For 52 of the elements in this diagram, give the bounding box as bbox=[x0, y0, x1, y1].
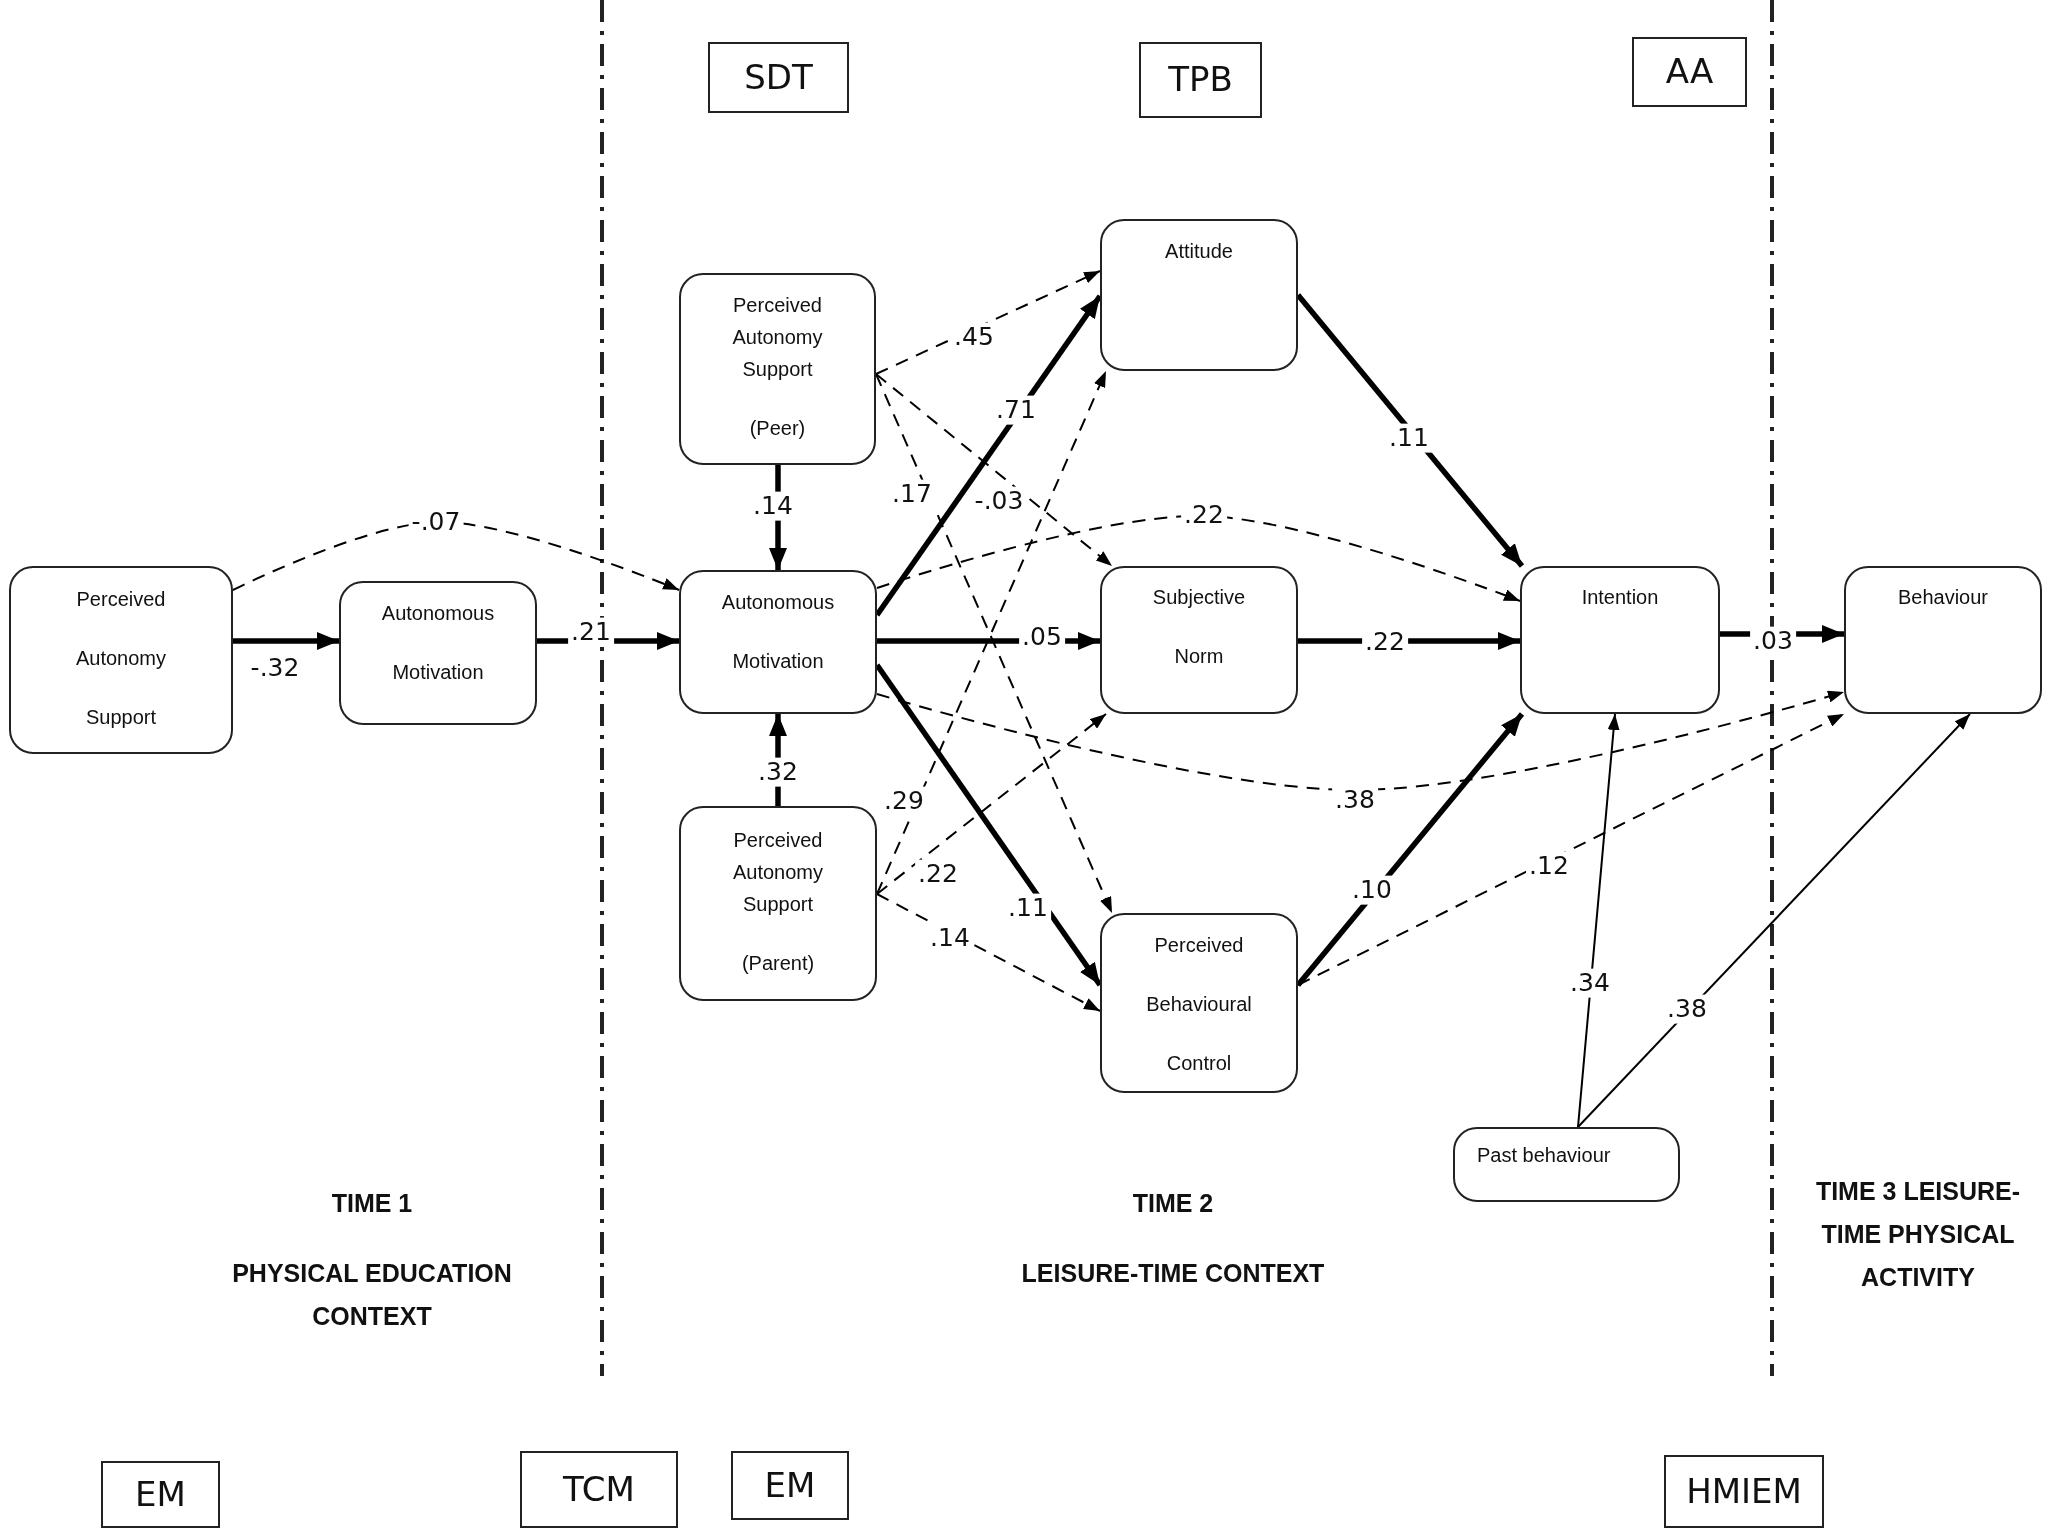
framework-box bbox=[1664, 1455, 1824, 1528]
box-label: Behaviour bbox=[1897, 585, 1989, 610]
box-label: Attitude bbox=[1165, 239, 1233, 264]
framework-label: TCM bbox=[563, 1470, 635, 1509]
framework-box bbox=[731, 1451, 849, 1520]
framework-label: EM bbox=[135, 1475, 186, 1514]
rounded-box bbox=[339, 581, 537, 725]
arrow bbox=[233, 632, 339, 650]
rounded-box bbox=[9, 566, 233, 754]
box-label: Perceived Autonomy Support bbox=[732, 293, 823, 382]
arrow bbox=[876, 690, 1845, 791]
rounded-box bbox=[1844, 566, 2042, 714]
rounded-box bbox=[1520, 566, 1720, 714]
framework-box bbox=[1632, 37, 1747, 107]
box-label: Past behaviour bbox=[1477, 1143, 1611, 1168]
box-label: Perceived Autonomy Support bbox=[732, 828, 823, 917]
rounded-box bbox=[1100, 913, 1298, 1093]
section-label: LEISURE-TIME CONTEXT bbox=[1020, 1258, 1326, 1289]
arrow bbox=[232, 521, 680, 591]
box-label: Subjective Norm bbox=[1152, 585, 1246, 669]
section-label: TIME 3 LEISURE-TIME PHYSICAL ACTIVITY bbox=[1814, 1176, 2022, 1293]
framework-label: TPB bbox=[1168, 61, 1233, 99]
framework-label: EM bbox=[764, 1466, 816, 1505]
rounded-box bbox=[1453, 1127, 1680, 1202]
section-label: TIME 1 bbox=[330, 1188, 414, 1219]
box-label: Perceived Behavioural Control bbox=[1146, 933, 1252, 1076]
framework-box bbox=[520, 1451, 678, 1528]
box-label: (Parent) bbox=[741, 951, 815, 976]
rounded-box bbox=[1100, 219, 1298, 371]
framework-label: AA bbox=[1665, 53, 1714, 91]
arrow bbox=[1577, 713, 1971, 1128]
box-label: (Peer) bbox=[749, 416, 806, 441]
arrow bbox=[1577, 713, 1620, 1128]
box-label: Autonomous Motivation bbox=[721, 590, 835, 674]
box-label: Intention bbox=[1581, 585, 1659, 610]
rounded-box bbox=[679, 570, 877, 714]
section-label: PHYSICAL EDUCATION CONTEXT bbox=[231, 1258, 513, 1332]
box-label: Autonomous Motivation bbox=[381, 601, 495, 685]
rounded-box bbox=[1100, 566, 1298, 714]
rounded-box bbox=[679, 273, 876, 465]
arrow bbox=[875, 373, 1113, 567]
arrow bbox=[876, 515, 1521, 602]
rounded-box bbox=[679, 806, 877, 1001]
box-label: Perceived Autonomy Support bbox=[75, 587, 166, 730]
edge-label: .21 bbox=[568, 617, 614, 647]
section-label: TIME 2 bbox=[1131, 1188, 1215, 1219]
framework-label: SDT bbox=[744, 58, 813, 97]
arrow bbox=[876, 713, 1107, 895]
framework-box bbox=[708, 42, 849, 113]
framework-label: HMIEM bbox=[1686, 1472, 1802, 1511]
framework-box bbox=[1139, 42, 1262, 118]
framework-box bbox=[101, 1461, 220, 1528]
